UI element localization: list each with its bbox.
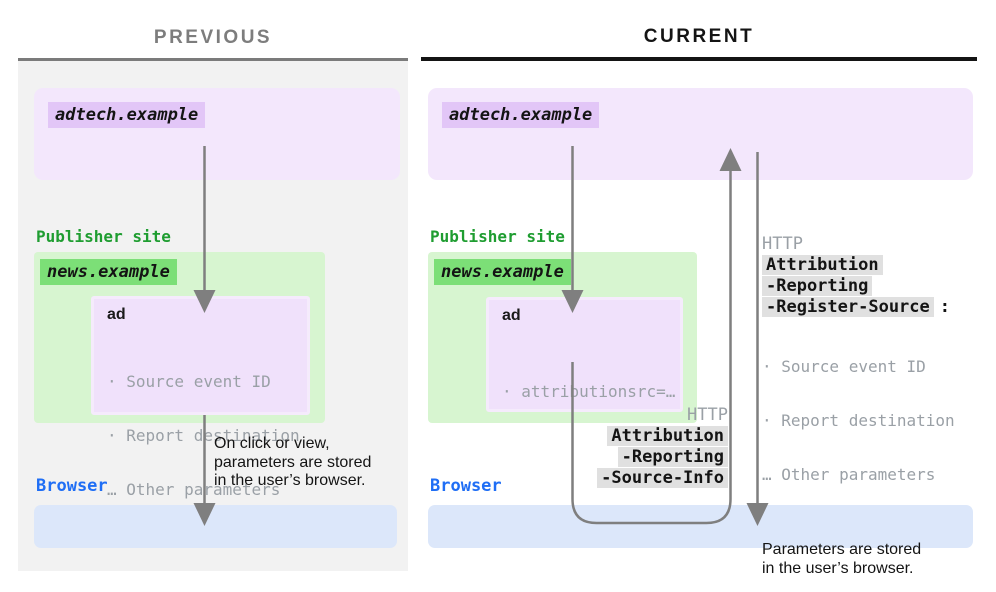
current-column-title: CURRENT — [643, 26, 755, 47]
note-line: in the user’s browser. — [214, 472, 366, 489]
note-line: in the user’s browser. — [762, 559, 914, 577]
header-chip: -Source-Info — [597, 468, 728, 488]
ad-title: ad — [107, 306, 126, 323]
header-colon: : — [939, 297, 951, 317]
previous-divider — [18, 58, 408, 61]
header-chip: -Reporting — [762, 276, 873, 296]
note-line: parameters are stored — [214, 453, 372, 471]
publisher-site-caption-current: Publisher site — [430, 227, 565, 246]
current-divider — [421, 57, 977, 61]
list-item: · Source event ID — [762, 357, 926, 376]
news-domain-label: news.example — [40, 259, 177, 285]
previous-column-title: PREVIOUS — [153, 27, 273, 48]
header-chip: -Register-Source — [762, 297, 934, 317]
list-item: · Report destination — [107, 426, 300, 445]
header-chip: -Reporting — [617, 447, 728, 467]
list-item: · Source event ID — [107, 372, 271, 391]
list-item: … Other parameters — [762, 465, 936, 484]
http-protocol-label: HTTP — [762, 234, 803, 254]
note-line: Parameters are stored — [762, 541, 922, 558]
http-request-headers: HTTP Attribution -Reporting -Source-Info — [597, 405, 728, 489]
adtech-domain-label: adtech.example — [442, 102, 600, 128]
http-response-headers: HTTP Attribution -Reporting -Register-So… — [762, 234, 955, 578]
ad-title: ad — [502, 307, 521, 324]
publisher-site-caption-previous: Publisher site — [36, 227, 171, 246]
http-protocol-label: HTTP — [687, 405, 728, 425]
note-line: On click or view, — [214, 435, 330, 452]
list-item: · Report destination — [762, 411, 955, 430]
list-item: … Other parameters — [107, 480, 281, 499]
source-parameters-list: · Source event ID · Report destination …… — [762, 322, 955, 520]
adtech-domain-label: adtech.example — [48, 102, 206, 128]
browser-box-previous — [34, 505, 397, 548]
list-item: · attributionsrc=… — [502, 382, 676, 401]
ad-box-current: ad · attributionsrc=… — [486, 297, 683, 412]
adtech-box-current: adtech.example — [428, 88, 973, 180]
ad-parameters-list: · Source event ID · Report destination …… — [107, 337, 300, 535]
storage-note-current: Parameters are stored in the user’s brow… — [762, 541, 921, 578]
browser-caption-previous: Browser — [36, 476, 108, 496]
header-chip: Attribution — [762, 255, 883, 275]
header-chip: Attribution — [607, 426, 728, 446]
storage-note-previous: On click or view, parameters are stored … — [214, 435, 384, 491]
news-domain-label: news.example — [434, 259, 571, 285]
browser-caption-current: Browser — [430, 476, 502, 496]
ad-box-previous: ad · Source event ID · Report destinatio… — [91, 296, 310, 499]
adtech-box-previous: adtech.example — [34, 88, 400, 180]
